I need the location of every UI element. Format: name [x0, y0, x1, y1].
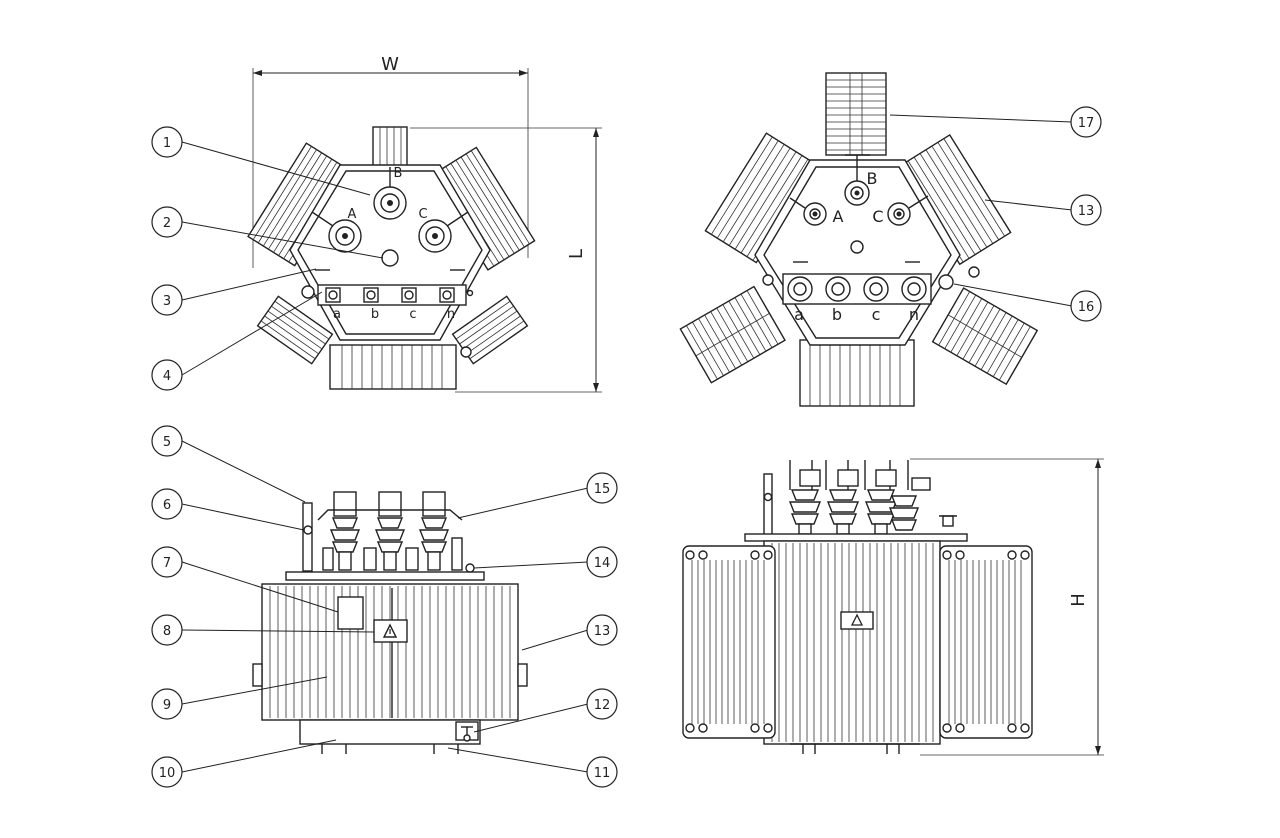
callout-2-left-label: 2 — [163, 216, 171, 231]
callout-15-front: 15 — [586, 472, 618, 504]
callout-8-left: 8 — [151, 614, 183, 646]
callout-9-left-label: 9 — [163, 698, 171, 713]
callout-5-left-label: 5 — [163, 435, 171, 450]
callout-16-top-right: 16 — [1070, 290, 1102, 322]
callout-4-left-label: 4 — [163, 369, 171, 384]
dim-height-label: H — [1068, 593, 1089, 607]
callout-13-front: 13 — [586, 614, 618, 646]
callout-10-left-label: 10 — [159, 766, 176, 781]
callout-13-front-label: 13 — [594, 624, 611, 639]
callout-2-left: 2 — [151, 206, 183, 238]
callout-17-top-right: 17 — [1070, 106, 1102, 138]
hv-terminal-a-label-right: A — [833, 207, 844, 226]
callout-13-top-right: 13 — [1070, 194, 1102, 226]
lv-terminal-c-label: c — [409, 307, 416, 322]
callout-15-front-label: 15 — [594, 482, 611, 497]
callout-1-left: 1 — [151, 126, 183, 158]
callout-1-left-label: 1 — [163, 136, 171, 151]
callout-3-left: 3 — [151, 284, 183, 316]
callout-10-left: 10 — [151, 756, 183, 788]
callout-17-top-right-label: 17 — [1078, 116, 1095, 131]
plan-view-right: A B C a b c n — [679, 72, 1073, 407]
side-view-right: H — [682, 458, 1104, 756]
lv-terminal-b-label: b — [371, 307, 379, 322]
callout-14-front-label: 14 — [594, 556, 611, 571]
callout-11-front-label: 11 — [594, 766, 611, 781]
hv-terminal-b-label-right: B — [867, 169, 878, 188]
plan-view-left: W L — [181, 54, 602, 393]
lv-terminal-c-label-right: c — [872, 305, 881, 324]
hv-terminal-c-label-right: C — [872, 207, 883, 226]
hv-terminal-b-label: B — [394, 166, 403, 181]
callout-7-left: 7 — [151, 546, 183, 578]
callout-3-left-label: 3 — [163, 294, 171, 309]
callout-8-left-label: 8 — [163, 624, 171, 639]
callout-4-left: 4 — [151, 359, 183, 391]
dim-width-label: W — [381, 54, 399, 75]
lv-terminal-n-label: n — [447, 307, 455, 322]
callout-13-top-right-label: 13 — [1078, 204, 1095, 219]
callout-11-front: 11 — [586, 756, 618, 788]
callout-9-left: 9 — [151, 688, 183, 720]
callout-16-top-right-label: 16 — [1078, 300, 1095, 315]
callout-12-front: 12 — [586, 688, 618, 720]
callout-6-left: 6 — [151, 488, 183, 520]
lv-terminal-a-label-right: a — [794, 305, 804, 324]
dim-length-label: L — [566, 249, 587, 259]
callout-14-front: 14 — [586, 546, 618, 578]
callout-12-front-label: 12 — [594, 698, 611, 713]
callout-5-left: 5 — [151, 425, 183, 457]
front-view-left — [181, 440, 589, 773]
callout-7-left-label: 7 — [163, 556, 171, 571]
hv-terminal-a-label: A — [348, 207, 357, 222]
hv-terminal-c-label: C — [418, 207, 427, 222]
lv-terminal-a-label: a — [333, 307, 341, 322]
callout-6-left-label: 6 — [163, 498, 171, 513]
lv-terminal-b-label-right: b — [832, 305, 842, 324]
lv-terminal-n-label-right: n — [909, 305, 919, 324]
